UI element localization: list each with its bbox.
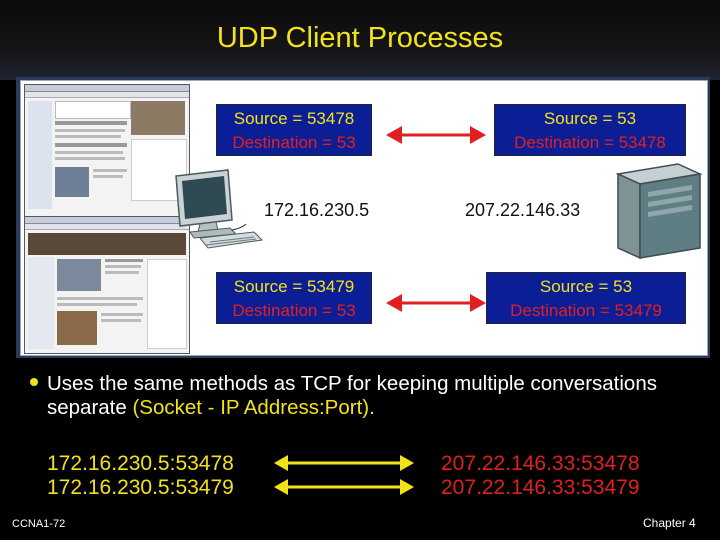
source-port-label: Source = 53 — [543, 109, 637, 128]
bullet-highlight: (Socket - IP Address:Port). — [132, 396, 375, 419]
server-socket-list: 207.22.146.33:53478 207.22.146.33:53479 — [441, 452, 640, 500]
source-port-label: Source = 53479 — [233, 277, 355, 296]
source-port-label: Source = 53 — [539, 277, 633, 296]
client-pc-icon — [175, 169, 264, 249]
destination-port-label: Destination = 53478 — [514, 133, 666, 152]
bullet-body: Uses the same methods as TCP for keeping… — [47, 372, 657, 419]
server-socket: 207.22.146.33:53479 — [441, 476, 640, 499]
bullet-text: Uses the same methods as TCP for keeping… — [47, 372, 707, 420]
footer-chapter: Chapter 4 — [643, 516, 696, 530]
client-socket: 172.16.230.5:53478 — [47, 452, 234, 475]
client-ip-label: 172.16.230.5 — [264, 200, 370, 220]
double-arrow-icon — [386, 126, 486, 144]
server-tower-icon — [615, 163, 703, 260]
slide-title: UDP Client Processes — [216, 22, 504, 54]
browser-screenshot — [24, 216, 190, 354]
server-ip-label: 207.22.146.33 — [465, 200, 581, 220]
destination-port-label: Destination = 53479 — [510, 301, 662, 320]
destination-port-label: Destination = 53 — [232, 133, 356, 152]
source-port-label: Source = 53478 — [233, 109, 355, 128]
server-port-box: Source = 53 Destination = 53478 — [494, 104, 686, 156]
bullet-marker — [30, 378, 38, 386]
server-socket: 207.22.146.33:53478 — [441, 452, 640, 475]
destination-port-label: Destination = 53 — [232, 301, 356, 320]
client-socket: 172.16.230.5:53479 — [47, 476, 234, 499]
double-arrow-icon — [274, 455, 414, 495]
browser-screenshot — [24, 84, 190, 218]
title-band — [0, 0, 720, 80]
client-port-box: Source = 53479 Destination = 53 — [216, 272, 372, 324]
client-port-box: Source = 53478 Destination = 53 — [216, 104, 372, 156]
double-arrow-icon — [386, 294, 486, 312]
footer-slide-id: CCNA1-72 — [12, 518, 66, 530]
server-port-box: Source = 53 Destination = 53479 — [486, 272, 686, 324]
client-socket-list: 172.16.230.5:53478 172.16.230.5:53479 — [47, 452, 234, 500]
